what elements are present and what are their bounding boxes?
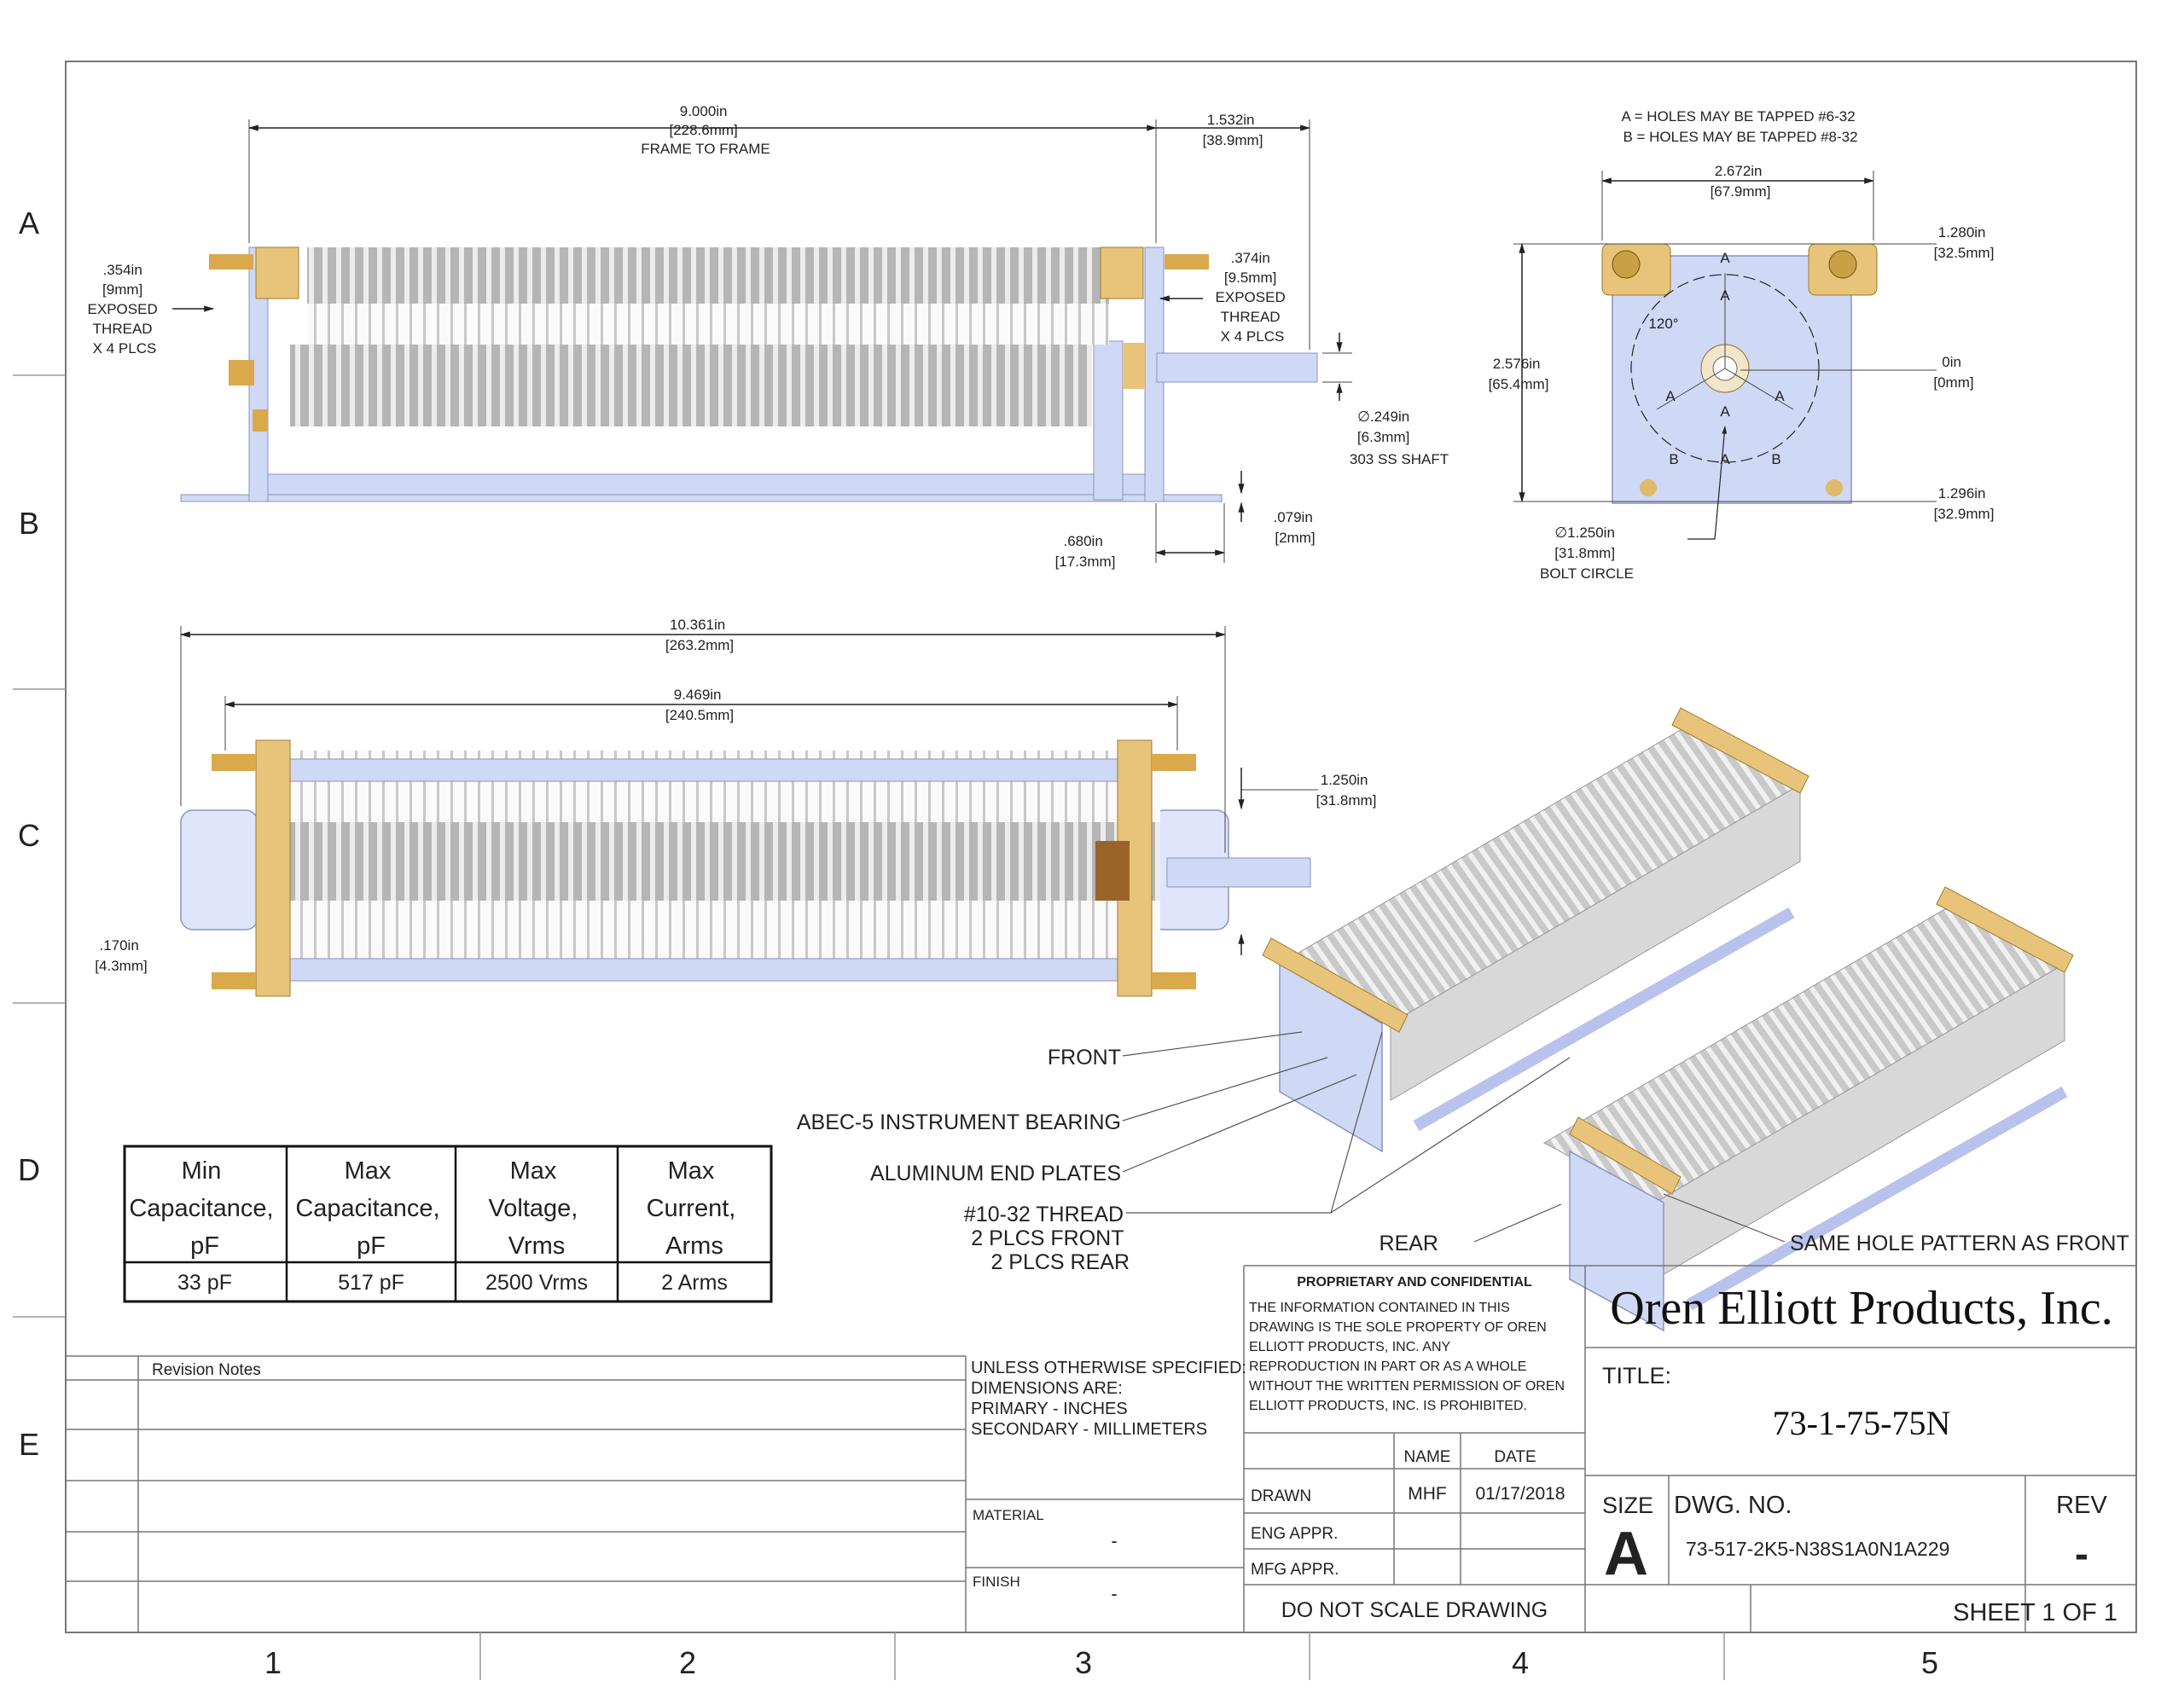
angle-label: 120° [1648,316,1678,332]
proprietary-text: THE INFORMATION CONTAINED IN THIS DRAWIN… [1249,1301,1569,1413]
revision-notes-header: Revision Notes [152,1361,261,1379]
material-label: MATERIAL [973,1507,1044,1523]
hole-b-label-2: B [1771,451,1780,467]
hole-a-label-2: A [1720,287,1730,304]
spec-header-min-cap: Min Capacitance, pF [129,1157,280,1260]
end-view [1601,243,1878,504]
hole-b-label: B [1669,451,1678,467]
proprietary-title: PROPRIETARY AND CONFIDENTIAL [1297,1275,1532,1290]
title-label: TITLE: [1602,1363,1671,1388]
title-block-grid [966,1265,2136,1632]
spec-value-max-voltage: 2500 Vrms [485,1271,588,1295]
dim-bolt-circle: ∅1.250in [31.8mm] BOLT CIRCLE [1540,525,1634,582]
zone-col-5: 5 [1921,1645,1938,1680]
label-same-pattern: SAME HOLE PATTERN AS FRONT [1790,1232,2129,1255]
dim-end-width: 2.672in [67.9mm] [1711,163,1771,200]
drawn-date: 01/17/2018 [1475,1484,1565,1504]
zone-col-2: 2 [679,1645,696,1680]
spec-value-max-cap: 517 pF [338,1271,404,1295]
company-name: Oren Elliott Products, Inc. [1610,1282,2112,1335]
finish-value: - [1111,1583,1117,1604]
dim-frame-length: 9.469in [240.5mm] [665,687,734,723]
mfg-appr-label: MFG APPR. [1251,1561,1339,1579]
revision-table [66,1355,967,1632]
top-view [180,246,1318,502]
rev-label: REV [2056,1492,2107,1519]
dim-end-top: 1.280in [32.5mm] [1934,224,1995,261]
size-value: A [1604,1520,1648,1588]
spec-header-max-current: Max Current, Arms [647,1157,743,1260]
hole-a-label-3: A [1665,388,1676,404]
zone-row-d: D [18,1152,40,1187]
drawn-label: DRAWN [1251,1487,1311,1505]
material-value: - [1111,1530,1117,1551]
zone-col-4: 4 [1512,1645,1529,1680]
drawn-name: MHF [1408,1484,1447,1504]
eng-appr-label: ENG APPR. [1251,1525,1338,1543]
dwg-no-value: 73-517-2K5-N38S1A0N1A229 [1686,1538,1949,1560]
do-not-scale: DO NOT SCALE DRAWING [1281,1598,1548,1622]
finish-label: FINISH [973,1574,1020,1590]
dim-end-height: 2.576in [65.4mm] [1489,356,1549,392]
spec-value-min-cap: 33 pF [177,1271,232,1295]
zone-row-e: E [19,1427,39,1462]
zone-row-c: C [18,818,40,853]
dim-overall-length: 10.361in [263.2mm] [665,617,734,653]
name-header: NAME [1404,1448,1451,1466]
isometric-views [1262,707,2074,1332]
zone-col-3: 3 [1075,1645,1092,1680]
zone-row-b: B [19,506,39,541]
spec-value-max-current: 2 Arms [661,1271,728,1295]
zone-row-a: A [19,206,39,241]
label-end-plates: ALUMINUM END PLATES [870,1162,1121,1186]
label-rear: REAR [1380,1232,1438,1255]
hole-a-label-5: A [1720,403,1730,420]
dim-slot: .170in [4.3mm] [95,937,147,974]
size-label: SIZE [1602,1493,1653,1518]
sheet-border [65,61,2137,1633]
label-thread: #10-32 THREAD 2 PLCS FRONT 2 PLCS REAR [964,1203,1130,1274]
spec-header-max-cap: Max Capacitance, pF [295,1157,446,1260]
dim-shaft-height: 1.250in [31.8mm] [1316,772,1377,809]
dwg-no-label: DWG. NO. [1674,1492,1792,1519]
side-view [180,739,1311,997]
hole-a-label: A [1720,250,1730,266]
dim-foot: .680in [17.3mm] [1055,533,1116,570]
zone-col-1: 1 [264,1645,282,1680]
label-front: FRONT [1048,1046,1121,1070]
hole-a-label-4: A [1774,388,1785,404]
spec-header-max-voltage: Max Voltage, Vrms [489,1157,585,1260]
dim-shaft-length: 1.532in [38.9mm] [1203,112,1263,148]
sheet-number: SHEET 1 OF 1 [1953,1599,2117,1626]
date-header: DATE [1494,1448,1536,1466]
dim-end-bottom: 1.296in [32.9mm] [1934,485,1995,522]
dim-shaft-diameter: ∅.249in [6.3mm] 303 SS SHAFT [1350,409,1449,467]
dim-plate-thickness: .079in [2mm] [1273,509,1316,546]
spec-table [123,1145,773,1303]
dim-thread-left: .354in [9mm] EXPOSED THREAD X 4 PLCS [88,262,162,357]
dim-thread-right: .374in [9.5mm] EXPOSED THREAD X 4 PLCS [1216,250,1290,345]
end-view-notes: A = HOLES MAY BE TAPPED #6-32 B = HOLES … [1622,108,1860,145]
dim-end-zero: 0in [0mm] [1933,354,1973,391]
label-bearing: ABEC-5 INSTRUMENT BEARING [797,1110,1121,1134]
dim-frame-to-frame: 9.000in [228.6mm] FRAME TO FRAME [641,103,770,157]
title-value: 73-1-75-75N [1773,1404,1951,1442]
rev-value: - [2075,1532,2088,1577]
unless-specified-note: UNLESS OTHERWISE SPECIFIED: DIMENSIONS A… [971,1359,1252,1439]
